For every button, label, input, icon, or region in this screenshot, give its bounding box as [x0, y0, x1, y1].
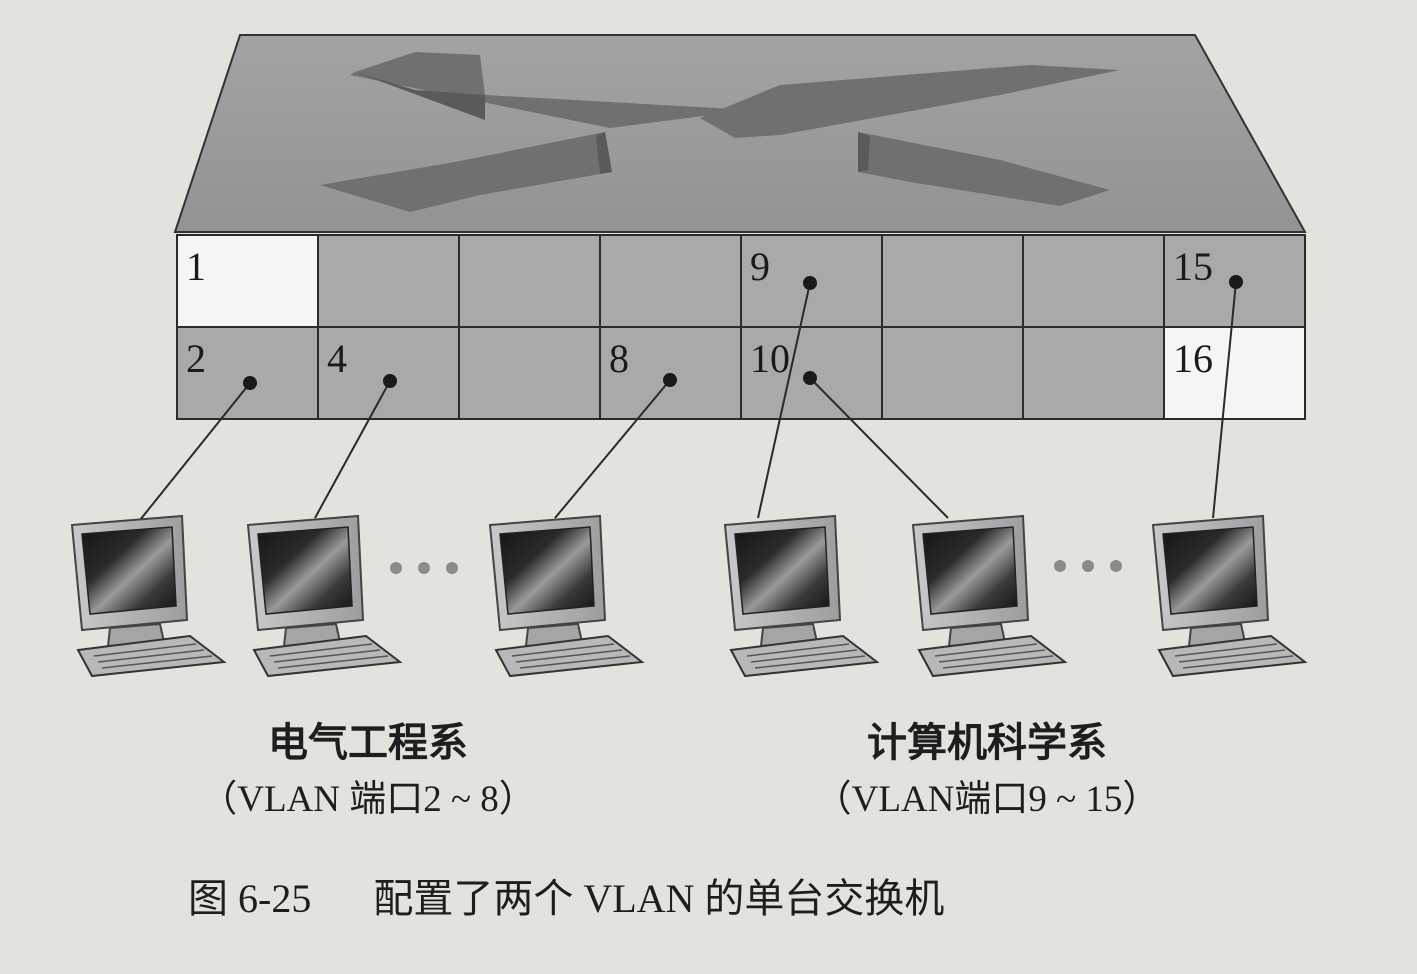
port-cell — [317, 234, 460, 328]
port-cell — [599, 234, 742, 328]
port-label: 1 — [186, 244, 206, 289]
computers — [70, 514, 1308, 678]
port-cell — [881, 326, 1024, 420]
port-cell — [599, 326, 742, 420]
figure-caption: 图 6-25 配置了两个 VLAN 的单台交换机 — [188, 866, 944, 924]
computer-icon — [911, 514, 1068, 678]
port-label: 9 — [750, 244, 770, 289]
cable-port-15 — [1212, 281, 1237, 519]
computer-icon — [246, 514, 403, 678]
computer-icon — [70, 514, 227, 678]
port-label: 2 — [186, 336, 206, 381]
port-label: 16 — [1173, 336, 1213, 381]
port-cell — [1022, 326, 1165, 420]
ellipsis-left — [390, 562, 458, 574]
port-cell — [881, 234, 1024, 328]
cable-port-9 — [757, 282, 811, 519]
cable-port-4 — [314, 380, 391, 519]
port-cell — [458, 326, 601, 420]
computer-icon — [1151, 514, 1308, 678]
cable-port-10 — [809, 377, 949, 519]
computer-icon — [488, 514, 645, 678]
computer-icon — [723, 514, 880, 678]
port-cell — [1022, 234, 1165, 328]
cable-port-8 — [554, 379, 671, 519]
group-ee-range: （VLAN 端口2 ~ 8） — [200, 779, 536, 820]
cable-port-2 — [139, 382, 251, 521]
port-label: 15 — [1173, 244, 1213, 289]
figure-number: 图 6-25 — [188, 876, 312, 921]
port-cell — [176, 326, 319, 420]
port-grid: 1 9 15 2 4 8 10 16 — [176, 234, 1306, 420]
cables — [139, 281, 1237, 521]
port-label: 8 — [609, 336, 629, 381]
port-label: 10 — [750, 336, 790, 381]
switch-arrows-icon — [320, 52, 1120, 212]
port-cell — [176, 234, 319, 328]
port-dots — [243, 275, 1243, 390]
port-cell — [458, 234, 601, 328]
port-cell — [1163, 326, 1306, 420]
figure-title: 配置了两个 VLAN 的单台交换机 — [373, 876, 945, 921]
group-cs-name: 计算机科学系 — [867, 720, 1107, 766]
port-label: 4 — [327, 336, 347, 381]
group-cs-range: （VLAN端口9 ~ 15） — [814, 779, 1160, 820]
group-ee-name: 电气工程系 — [268, 720, 468, 766]
port-cell — [317, 326, 460, 420]
ellipsis-right — [1054, 560, 1122, 572]
